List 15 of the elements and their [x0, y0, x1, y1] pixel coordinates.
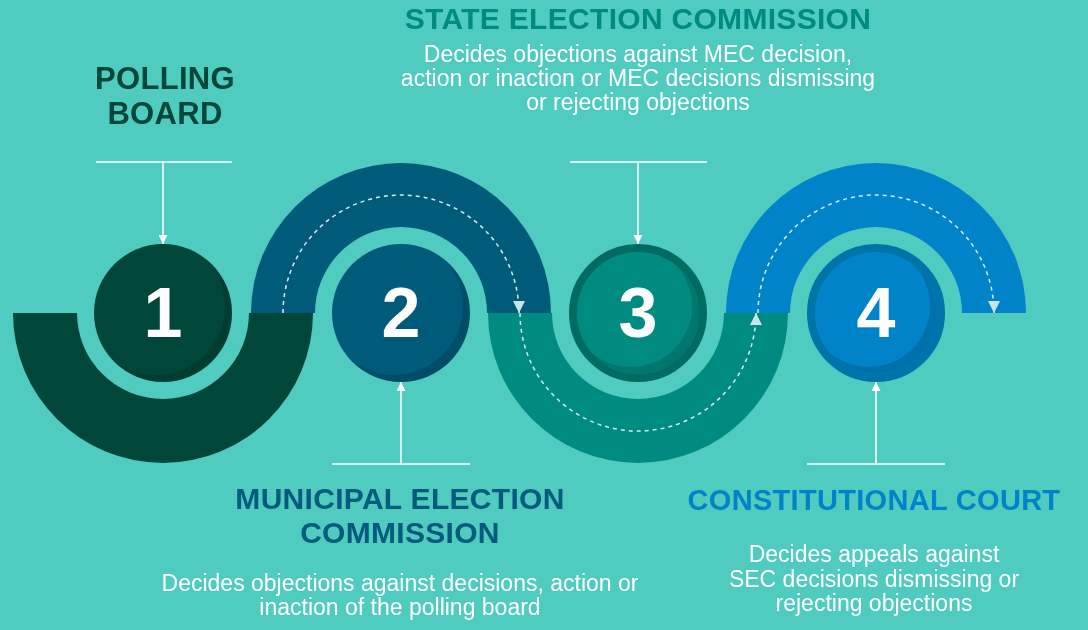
description-text: Decides appeals against SEC decisions dismissing or rejecting objections: [727, 542, 1021, 615]
description-text: Decides objections against decisions, action or inaction of the polling board: [160, 571, 640, 620]
leader-arrow: [633, 161, 643, 245]
step-number: 4: [856, 278, 896, 348]
leader-arrow: [871, 381, 881, 465]
leader-arrow: [396, 381, 406, 465]
leader-arrow: [158, 161, 168, 245]
step-number: 1: [143, 278, 183, 348]
heading-text: CONSTITUTIONAL COURT: [687, 484, 1061, 517]
heading-text: STATE ELECTION COMMISSION: [404, 2, 872, 36]
heading-text: MUNICIPAL ELECTION COMMISSION: [234, 482, 566, 550]
step-number: 3: [618, 278, 658, 348]
description-text: Decides objections against MEC decision, action or inaction or MEC decisions dismissing or rejecting objections: [399, 41, 877, 114]
heading-text: POLLING BOARD: [94, 62, 236, 132]
step-number: 2: [381, 278, 421, 348]
